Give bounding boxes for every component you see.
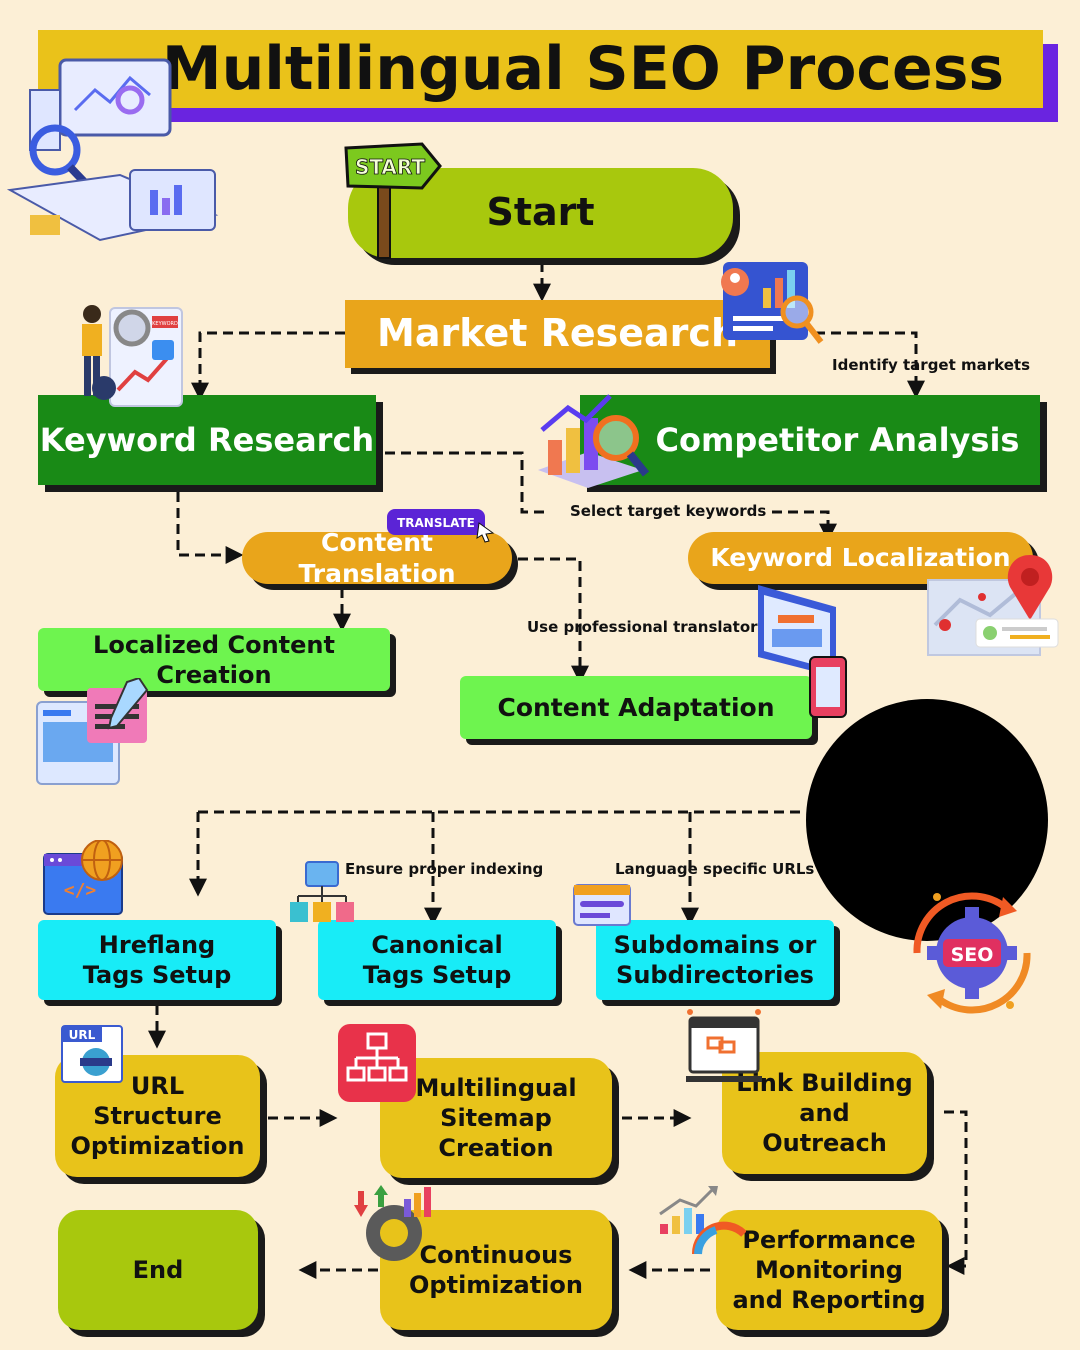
map-pin-icon	[927, 555, 1059, 656]
note-identify-target-markets: Identify target markets	[832, 356, 1030, 374]
url-document-icon: URL	[61, 1025, 123, 1083]
link-window-icon	[686, 1009, 762, 1082]
arrow-link-to-performance	[944, 1110, 968, 1275]
keyword-tag-label: KEYWORD	[152, 321, 178, 327]
note-select-target-keywords: Select target keywords	[570, 502, 767, 520]
arrow-market-to-keyword	[191, 331, 345, 401]
node-end: End	[58, 1210, 258, 1330]
note-language-specific-urls: Language specific URLs	[615, 860, 815, 878]
node-hreflang-tags-setup: Hreflang Tags Setup	[38, 920, 276, 1000]
browser-url-icon	[573, 884, 631, 926]
sitemap-hierarchy-icon	[338, 1024, 416, 1102]
chart-magnifier-icon	[538, 394, 650, 488]
connector-keyword-competitor	[385, 451, 548, 514]
node-localized-content-creation: Localized Content Creation	[38, 628, 390, 691]
note-ensure-proper-indexing: Ensure proper indexing	[345, 860, 544, 878]
node-link-building-and-outreach: Link Building and Outreach	[722, 1052, 927, 1174]
seo-badge-label: SEO	[951, 944, 994, 966]
node-market-research: Market Research	[345, 300, 770, 368]
node-competitor-analysis: Competitor Analysis	[580, 395, 1040, 485]
node-content-adaptation: Content Adaptation	[460, 676, 812, 739]
url-tag-label: URL	[69, 1028, 96, 1042]
note-use-professional-translators: Use professional translators	[527, 618, 767, 636]
translate-badge-icon: TRANSLATE	[387, 509, 495, 543]
arrow-keyword-to-translation	[176, 492, 244, 564]
sitemap-tree-icon	[290, 861, 354, 922]
arrow-translation-to-adaptation	[518, 557, 589, 684]
translate-badge-label: TRANSLATE	[397, 516, 475, 530]
globe-code-icon: </>	[43, 840, 123, 915]
person-keyword-icon: KEYWORD	[82, 305, 183, 407]
start-signpost-icon: START	[344, 142, 442, 259]
start-sign-label: START	[355, 155, 425, 179]
node-canonical-tags-setup: Canonical Tags Setup	[318, 920, 556, 1000]
black-circle-decoration	[806, 699, 1048, 941]
title-bar	[38, 30, 1043, 108]
monitor-analytics-icon	[6, 58, 219, 242]
node-subdomains-or-subdirectories: Subdomains or Subdirectories	[596, 920, 834, 1000]
page-title: Multilingual SEO Process	[161, 34, 1005, 104]
growth-chart-icon	[659, 1186, 746, 1255]
node-performance-monitoring-and-reporting: Performance Monitoring and Reporting	[716, 1210, 942, 1330]
arrow-competitor-to-localization	[772, 510, 837, 542]
web-dashboard-icon	[758, 585, 847, 718]
arrow-market-to-competitor	[815, 331, 925, 399]
node-keyword-localization: Keyword Localization	[688, 532, 1033, 584]
content-editor-icon	[36, 678, 149, 785]
svg-text:</>: </>	[64, 880, 97, 901]
report-magnifier-icon	[721, 262, 824, 344]
seo-gear-icon: SEO	[913, 892, 1031, 1014]
node-multilingual-sitemap-creation: Multilingual Sitemap Creation	[380, 1058, 612, 1178]
settings-chart-icon	[354, 1185, 431, 1261]
node-keyword-research: Keyword Research	[38, 395, 376, 485]
